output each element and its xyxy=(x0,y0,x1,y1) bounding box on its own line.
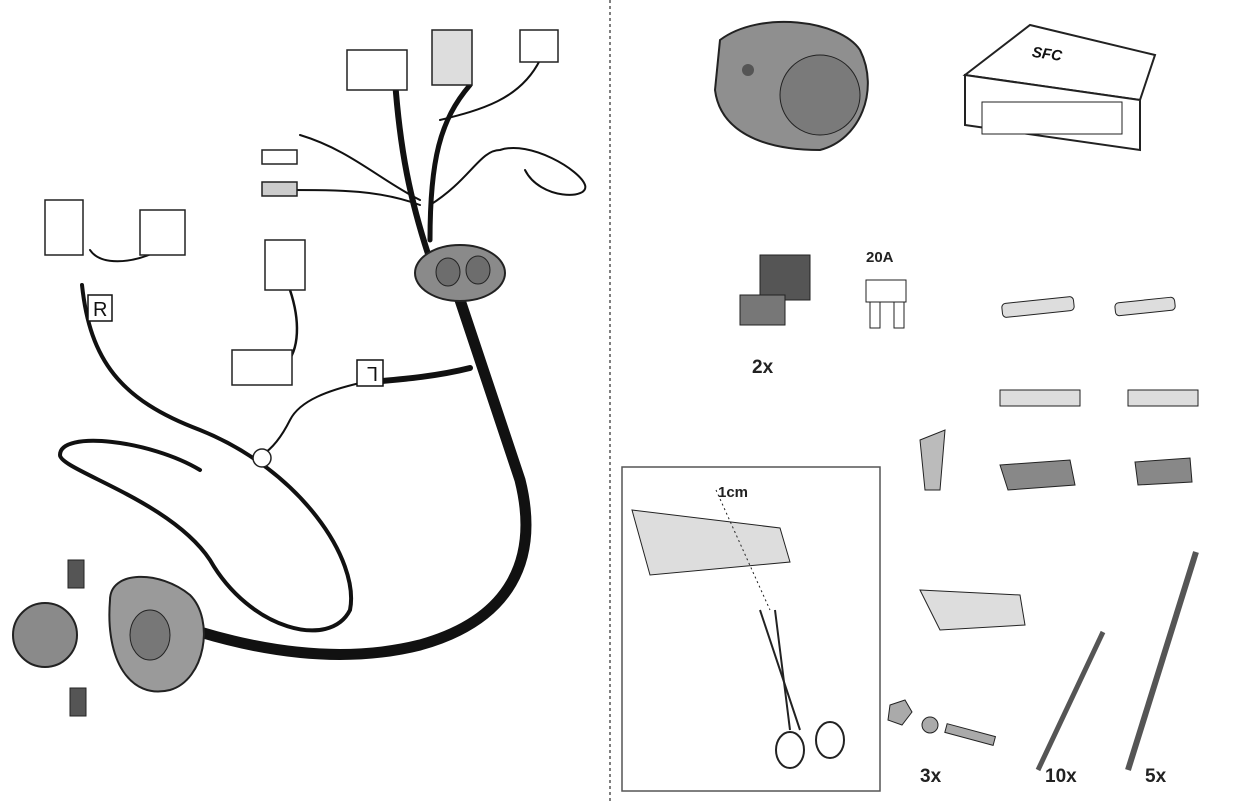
svg-text:R: R xyxy=(93,299,107,321)
bolt-set: 3x xyxy=(887,699,997,787)
label-r-tag: R xyxy=(87,294,113,322)
wiring-harness xyxy=(57,59,587,660)
13-pin-plug xyxy=(12,602,78,668)
socket-plate xyxy=(12,559,205,717)
svg-text:L: L xyxy=(367,362,378,384)
right-branch-cable xyxy=(57,283,354,633)
glass-fuses xyxy=(1001,296,1176,318)
ground-lug xyxy=(919,429,946,491)
harness-connectors xyxy=(44,29,559,468)
label-l-tag: L xyxy=(356,359,384,387)
scissors-icon xyxy=(759,609,845,769)
blade-fuse: 20A xyxy=(865,249,907,329)
control-module: SFC xyxy=(962,23,1157,152)
svg-text:20A: 20A xyxy=(866,249,894,266)
small-cable-tie: 10x xyxy=(1035,630,1106,787)
spade-terminals xyxy=(999,389,1199,491)
ground-wire xyxy=(261,382,361,456)
large-cable-tie: 5x xyxy=(1125,551,1199,787)
tape-instruction-box: 1cm xyxy=(621,466,881,792)
svg-text:2x: 2x xyxy=(752,357,774,378)
cable-grommet xyxy=(414,244,506,302)
svg-text:10x: 10x xyxy=(1045,766,1077,787)
adhesive-pad xyxy=(919,589,1026,631)
svg-text:1cm: 1cm xyxy=(718,484,748,501)
multi-pin-connector xyxy=(346,49,408,91)
svg-text:3x: 3x xyxy=(920,766,942,787)
svg-text:5x: 5x xyxy=(1145,766,1167,787)
relay-clip: 2x xyxy=(739,254,811,378)
svg-text:SFC: SFC xyxy=(1031,44,1064,65)
trailer-socket-13pin xyxy=(713,20,869,152)
main-cable xyxy=(194,294,532,660)
